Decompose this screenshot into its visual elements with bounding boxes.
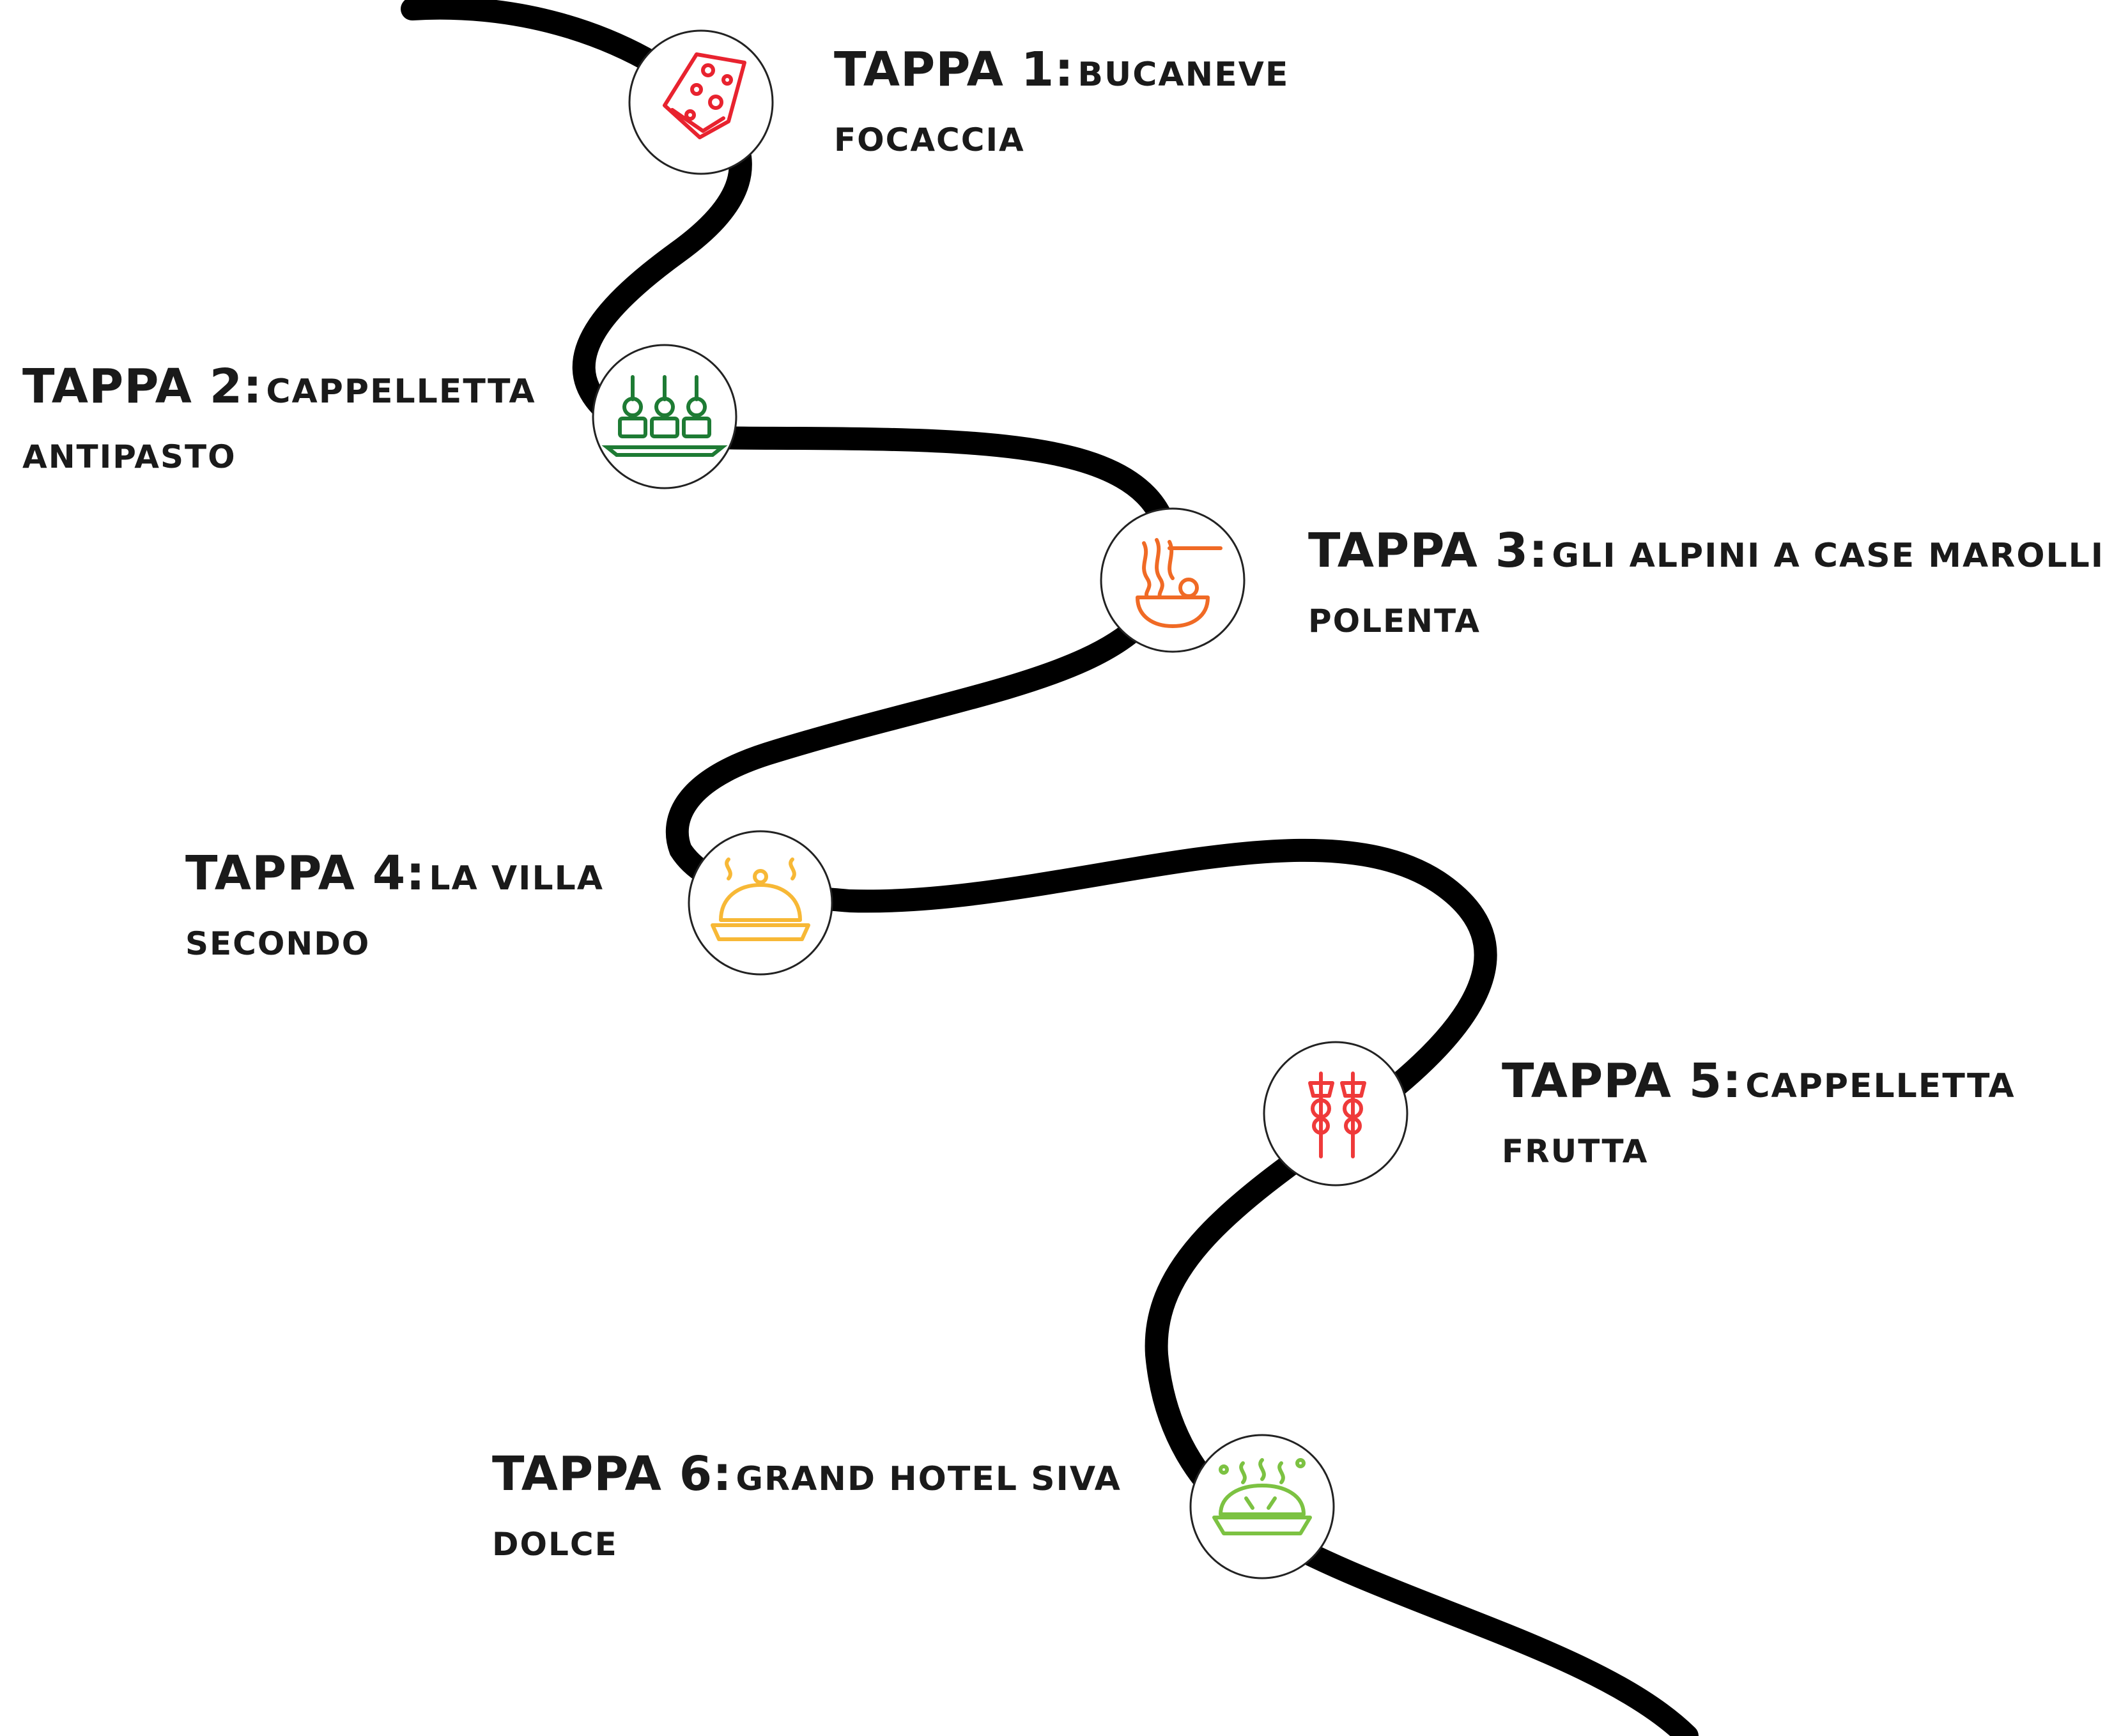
stop-5-label: TAPPA 5: CAPPELLETTA FRUTTA bbox=[1502, 1057, 2016, 1167]
stop-1-place: BUCANEVE bbox=[1077, 56, 1290, 94]
skewers-appetizer-icon bbox=[601, 375, 728, 457]
stop-3-label: TAPPA 3: GLI ALPINI A CASE MAROLLI POLEN… bbox=[1308, 527, 2104, 637]
cloche-icon bbox=[711, 857, 810, 941]
stop-4-prefix: TAPPA 4: bbox=[185, 846, 426, 901]
stop-2-marker bbox=[592, 344, 737, 489]
focaccia-icon bbox=[663, 52, 746, 139]
fruit-skewers-icon bbox=[1308, 1072, 1366, 1158]
stop-6-course: DOLCE bbox=[492, 1526, 618, 1563]
stop-1-prefix: TAPPA 1: bbox=[834, 42, 1074, 97]
stop-3-course: POLENTA bbox=[1308, 603, 1481, 640]
route-path bbox=[401, 0, 1699, 1736]
stop-6-prefix: TAPPA 6: bbox=[492, 1447, 732, 1502]
stop-6-place: GRAND HOTEL SIVA bbox=[736, 1460, 1122, 1498]
stop-3-prefix: TAPPA 3: bbox=[1308, 523, 1548, 578]
stop-4-marker bbox=[688, 830, 833, 976]
stop-4-place: LA VILLA bbox=[429, 859, 604, 898]
stop-1-marker bbox=[628, 29, 774, 175]
stop-2-place: CAPPELLETTA bbox=[266, 373, 536, 411]
noodle-bowl-icon bbox=[1136, 538, 1222, 628]
stop-4-course: SECONDO bbox=[185, 925, 371, 962]
stop-5-marker bbox=[1263, 1041, 1408, 1187]
stop-1-course: FOCACCIA bbox=[834, 121, 1025, 158]
stop-1-label: TAPPA 1: BUCANEVE FOCACCIA bbox=[834, 46, 1289, 156]
stop-4-label: TAPPA 4: LA VILLA SECONDO bbox=[185, 850, 604, 960]
stop-5-place: CAPPELLETTA bbox=[1745, 1067, 2016, 1105]
pie-icon bbox=[1212, 1458, 1312, 1535]
stop-3-marker bbox=[1100, 507, 1246, 653]
stop-6-marker bbox=[1189, 1434, 1335, 1579]
stop-5-prefix: TAPPA 5: bbox=[1502, 1054, 1742, 1109]
stop-6-label: TAPPA 6: GRAND HOTEL SIVA DOLCE bbox=[492, 1450, 1122, 1560]
stop-5-course: FRUTTA bbox=[1502, 1133, 1649, 1170]
stop-3-place: GLI ALPINI A CASE MAROLLI bbox=[1552, 537, 2105, 575]
stop-2-course: ANTIPASTO bbox=[22, 438, 236, 475]
stop-2-label: TAPPA 2: CAPPELLETTA ANTIPASTO bbox=[22, 363, 536, 473]
stop-2-prefix: TAPPA 2: bbox=[22, 359, 263, 414]
